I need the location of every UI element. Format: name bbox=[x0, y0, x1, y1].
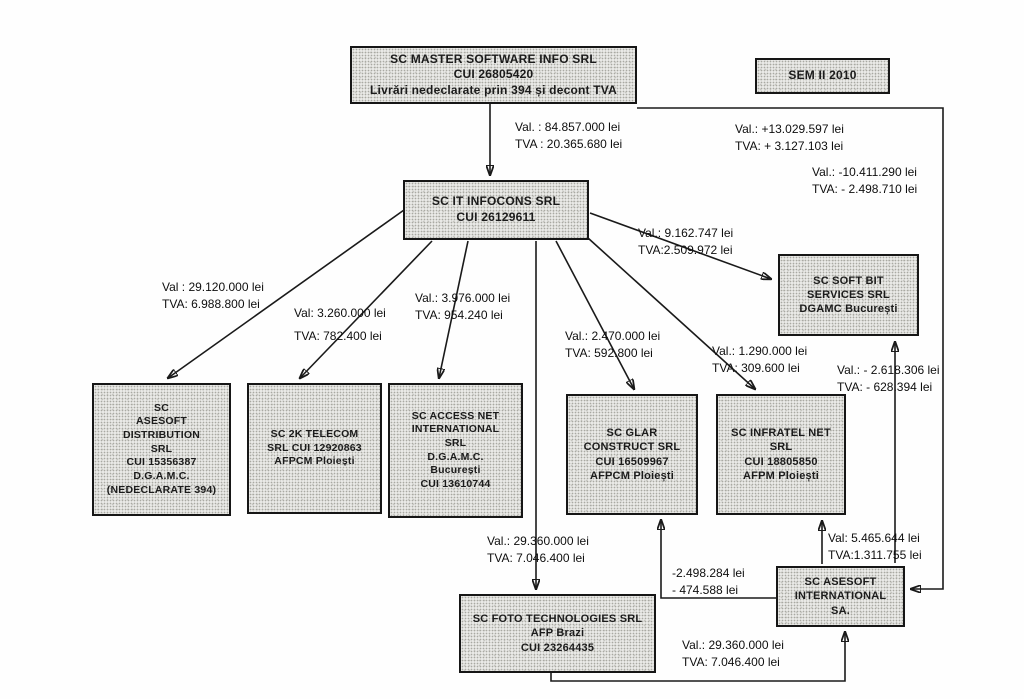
company-name: SC MASTER SOFTWARE INFO SRL bbox=[390, 51, 597, 66]
edge-tva: TVA: 782.400 lei bbox=[294, 328, 382, 343]
edge-label-plus-adjustment: Val.: +13.029.597 lei TVA: + 3.127.103 l… bbox=[735, 121, 844, 155]
company-name: SC INFRATEL NET bbox=[731, 426, 831, 439]
edge-val: -2.498.284 lei bbox=[672, 566, 745, 580]
edge-label-asesoft-glar: -2.498.284 lei - 474.588 lei bbox=[672, 565, 745, 599]
company-note: Livrări nedeclarate prin 394 și decont T… bbox=[370, 82, 617, 97]
edge-val: Val: 5.465.644 lei bbox=[828, 531, 920, 545]
edge-val: Val.: 1.290.000 lei bbox=[712, 344, 808, 358]
edge-val: Val.: 29.360.000 lei bbox=[487, 534, 589, 548]
edge-label-infocons-access: Val.: 3.976.000 lei TVA: 954.240 lei bbox=[415, 290, 510, 324]
edge-tva: TVA: 6.988.800 lei bbox=[162, 296, 260, 311]
edge-val: Val.: 2.470.000 lei bbox=[565, 329, 661, 343]
period-label: SEM II 2010 bbox=[788, 68, 857, 83]
edge-val: Val.: 9.162.747 lei bbox=[638, 226, 734, 240]
company-name-4: SRL bbox=[150, 442, 173, 455]
edge-label-minus-adjustment: Val.: -10.411.290 lei TVA: - 2.498.710 l… bbox=[812, 164, 917, 198]
edge-label-infocons-glar: Val.: 2.470.000 lei TVA: 592.800 lei bbox=[565, 328, 660, 362]
edge-label-infocons-asesoft-dist: Val : 29.120.000 lei TVA: 6.988.800 lei bbox=[162, 279, 264, 313]
company-name-3: SRL bbox=[444, 436, 467, 449]
edge-tva: TVA: - 2.498.710 lei bbox=[812, 181, 918, 196]
company-admin: AFPM Ploiești bbox=[743, 469, 819, 482]
company-name-2: ASESOFT bbox=[136, 415, 187, 428]
edge-label-foto-asesoft: Val.: 29.360.000 lei TVA: 7.046.400 lei bbox=[682, 637, 784, 671]
edge-val: Val.: +13.029.597 lei bbox=[735, 122, 844, 136]
edge-label-asesoft-infratel: Val: 5.465.644 lei TVA:1.311.755 lei bbox=[828, 530, 922, 564]
node-asesoft-distribution: SC ASESOFT DISTRIBUTION SRL CUI 15356387… bbox=[92, 383, 231, 516]
edge-val: Val: 3.260.000 lei bbox=[294, 306, 386, 320]
edge-val: Val : 29.120.000 lei bbox=[162, 280, 264, 294]
company-name: SC bbox=[154, 401, 169, 414]
company-name-2: INTERNATIONAL bbox=[794, 590, 887, 603]
edge-tva: TVA: 592.800 lei bbox=[565, 345, 653, 360]
edge-tva: TVA: 954.240 lei bbox=[415, 307, 503, 322]
node-access-net-international: SC ACCESS NET INTERNATIONAL SRL D.G.A.M.… bbox=[388, 383, 523, 518]
edge-tva: TVA: 309.600 lei bbox=[712, 360, 800, 375]
node-infratel-net: SC INFRATEL NET SRL CUI 18805850 AFPM Pl… bbox=[716, 394, 846, 515]
company-cui: CUI 15356387 bbox=[126, 456, 197, 469]
edge-label-infocons-infratel: Val.: 1.290.000 lei TVA: 309.600 lei bbox=[712, 343, 807, 377]
edge-tva: TVA:1.311.755 lei bbox=[828, 547, 922, 562]
company-cui: CUI 16509967 bbox=[595, 455, 669, 468]
company-name-3: DISTRIBUTION bbox=[122, 429, 201, 442]
edge-tva: TVA:2.509.972 lei bbox=[638, 242, 733, 257]
company-note: (NEDECLARATE 394) bbox=[106, 483, 217, 496]
company-name: SC ASESOFT bbox=[804, 576, 877, 589]
edge-tva: TVA : 20.365.680 lei bbox=[515, 136, 623, 151]
company-name-2: INTERNATIONAL bbox=[411, 423, 500, 436]
edge-label-infocons-foto: Val.: 29.360.000 lei TVA: 7.046.400 lei bbox=[487, 533, 589, 567]
company-name-2: SERVICES SRL bbox=[807, 288, 890, 301]
company-name: SC 2K TELECOM bbox=[270, 428, 359, 441]
company-name: SC GLAR bbox=[606, 426, 658, 439]
edge-val: Val.: - 2.618.306 lei bbox=[837, 363, 940, 377]
company-name: SC ACCESS NET bbox=[411, 409, 500, 422]
edge-tva: - 474.588 lei bbox=[672, 582, 739, 597]
company-name: SC IT INFOCONS SRL bbox=[431, 194, 561, 209]
edge-infocons-to-glar bbox=[555, 240, 634, 389]
company-city: București bbox=[430, 464, 481, 477]
company-cui: CUI 26129611 bbox=[456, 210, 536, 224]
node-glar-construct: SC GLAR CONSTRUCT SRL CUI 16509967 AFPCM… bbox=[566, 394, 698, 515]
edge-label-master-infocons: Val. : 84.857.000 lei TVA : 20.365.680 l… bbox=[515, 119, 622, 153]
company-admin: D.G.A.M.C. bbox=[133, 469, 190, 482]
edge-tva: TVA: + 3.127.103 lei bbox=[735, 138, 844, 153]
company-admin: AFPCM Ploiești bbox=[274, 455, 355, 468]
edge-tva: TVA: 7.046.400 lei bbox=[487, 550, 585, 565]
company-cui: CUI 26805420 bbox=[453, 67, 534, 82]
node-master-software-info: SC MASTER SOFTWARE INFO SRL CUI 26805420… bbox=[350, 46, 637, 104]
node-2k-telecom: SC 2K TELECOM SRL CUI 12920863 AFPCM Plo… bbox=[247, 383, 382, 514]
node-soft-bit-services: SC SOFT BIT SERVICES SRL DGAMC București bbox=[778, 254, 919, 336]
company-cui: CUI 13610744 bbox=[420, 477, 491, 490]
edge-val: Val. : 84.857.000 lei bbox=[515, 120, 621, 134]
edge-label-asesoft-softbit: Val.: - 2.618.306 lei TVA: - 628.394 lei bbox=[837, 362, 940, 396]
company-admin: AFP Brazi bbox=[530, 627, 585, 640]
company-cui: CUI 23264435 bbox=[520, 641, 595, 654]
edge-tva: TVA: 7.046.400 lei bbox=[682, 654, 780, 669]
company-name-2: SRL bbox=[769, 441, 793, 454]
company-name-2: CONSTRUCT SRL bbox=[583, 441, 681, 454]
company-name: SC SOFT BIT bbox=[813, 274, 884, 287]
edge-label-infocons-softbit: Val.: 9.162.747 lei TVA:2.509.972 lei bbox=[638, 225, 733, 259]
company-admin: DGAMC București bbox=[799, 303, 898, 316]
company-name: SC FOTO TECHNOLOGIES SRL bbox=[472, 613, 643, 626]
node-it-infocons: SC IT INFOCONS SRL CUI 26129611 bbox=[403, 180, 589, 240]
period-badge: SEM II 2010 bbox=[755, 58, 890, 94]
edge-val: Val.: 29.360.000 lei bbox=[682, 638, 784, 652]
company-admin: AFPCM Ploiești bbox=[589, 469, 675, 482]
edge-tva: TVA: - 628.394 lei bbox=[837, 379, 933, 394]
company-name-3: SA. bbox=[831, 604, 850, 617]
company-admin: D.G.A.M.C. bbox=[427, 450, 484, 463]
edge-val: Val.: -10.411.290 lei bbox=[812, 165, 917, 179]
node-foto-technologies: SC FOTO TECHNOLOGIES SRL AFP Brazi CUI 2… bbox=[459, 594, 656, 673]
company-cui: CUI 18805850 bbox=[744, 455, 818, 468]
edge-val: Val.: 3.976.000 lei bbox=[415, 291, 511, 305]
edge-label-infocons-2k: Val: 3.260.000 lei TVA: 782.400 lei bbox=[294, 305, 386, 345]
company-cui: SRL CUI 12920863 bbox=[267, 441, 362, 454]
node-asesoft-international: SC ASESOFT INTERNATIONAL SA. bbox=[776, 566, 905, 627]
